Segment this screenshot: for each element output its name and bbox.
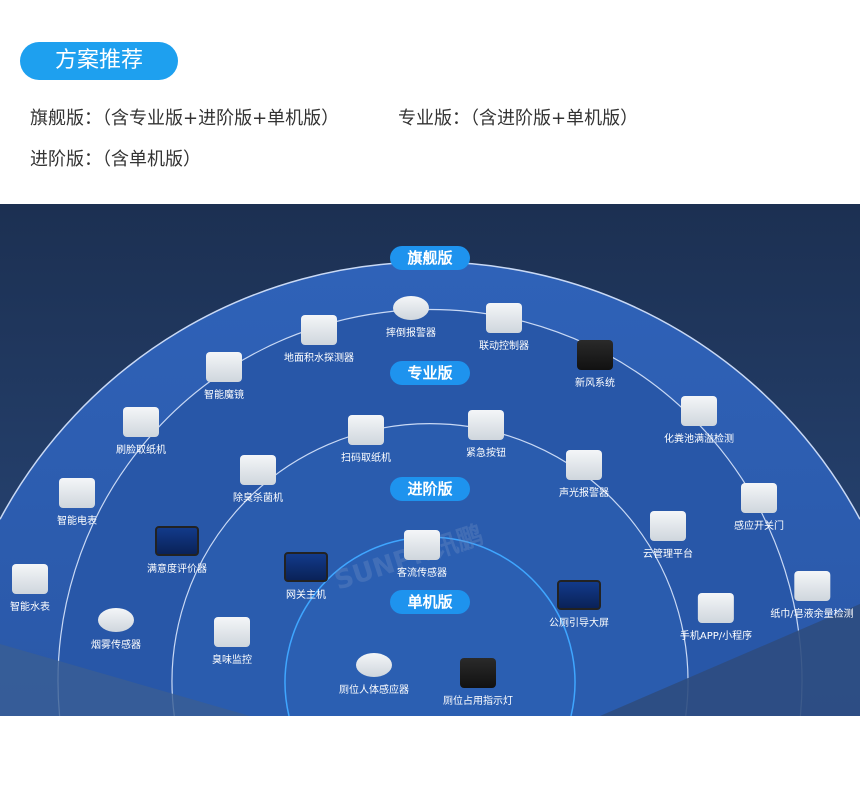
guide-screen-icon xyxy=(557,580,601,610)
tier-pro: 专业版 xyxy=(390,361,470,385)
device-label: 联动控制器 xyxy=(479,341,529,352)
device-item: 厕位人体感应器 xyxy=(339,653,409,696)
device-label: 除臭杀菌机 xyxy=(233,493,283,504)
tier-advanced: 进阶版 xyxy=(390,477,470,501)
device-label: 客流传感器 xyxy=(397,568,447,579)
level-sensor-icon xyxy=(681,396,717,426)
device-label: 智能电表 xyxy=(57,516,97,527)
ring-pro-edge xyxy=(57,308,803,716)
deodorizer-icon xyxy=(240,455,276,485)
device-item: 刷脸取纸机 xyxy=(116,407,166,456)
door-sensor-icon xyxy=(741,483,777,513)
device-label: 地面积水探测器 xyxy=(284,353,354,364)
device-item: 地面积水探测器 xyxy=(284,315,354,364)
water-detector-icon xyxy=(301,315,337,345)
advanced-description: 进阶版：（含单机版） xyxy=(30,149,201,170)
device-item: 厕位占用指示灯 xyxy=(443,658,513,707)
fresh-air-icon xyxy=(577,340,613,370)
rating-device-icon xyxy=(155,526,199,556)
device-label: 臭味监控 xyxy=(212,655,252,666)
smart-mirror-icon xyxy=(206,352,242,382)
fall-alarm-icon xyxy=(393,296,429,320)
device-item: 智能电表 xyxy=(57,478,97,527)
device-item: 公厕引导大屏 xyxy=(549,580,609,629)
device-label: 纸巾/皂液余量检测 xyxy=(770,609,854,620)
occupancy-light-icon xyxy=(460,658,496,688)
tier-single: 单机版 xyxy=(390,590,470,614)
siren-icon xyxy=(566,450,602,480)
device-item: 云管理平台 xyxy=(643,511,693,560)
ring-advanced-edge xyxy=(171,423,689,716)
device-label: 紧急按钮 xyxy=(466,448,506,459)
water-meter-icon xyxy=(12,564,48,594)
device-item: 纸巾/皂液余量检测 xyxy=(770,571,854,620)
floor-right xyxy=(600,604,860,716)
laptop-icon xyxy=(650,511,686,541)
device-item: 感应开关门 xyxy=(734,483,784,532)
device-item: 网关主机 xyxy=(284,552,328,601)
floor-left xyxy=(0,644,250,716)
device-label: 厕位占用指示灯 xyxy=(443,696,513,707)
device-item: 智能水表 xyxy=(10,564,50,613)
device-label: 摔倒报警器 xyxy=(386,328,436,339)
device-item: 新风系统 xyxy=(575,340,615,389)
device-item: 化粪池满溢检测 xyxy=(664,396,734,445)
phone-app-icon xyxy=(698,593,734,623)
pro-description: 专业版：（含进阶版+单机版） xyxy=(398,108,639,129)
supply-sensor-icon xyxy=(794,571,830,601)
device-item: 紧急按钮 xyxy=(466,410,506,459)
device-item: 智能魔镜 xyxy=(204,352,244,401)
device-label: 感应开关门 xyxy=(734,521,784,532)
device-item: 联动控制器 xyxy=(479,303,529,352)
device-item: 除臭杀菌机 xyxy=(233,455,283,504)
tier-diagram: SUNPN讯鹏 旗舰版 专业版 进阶版 单机版 地面积水探测器摔倒报警器联动控制… xyxy=(0,204,860,716)
device-label: 网关主机 xyxy=(286,590,326,601)
people-counter-icon xyxy=(404,530,440,560)
device-label: 公厕引导大屏 xyxy=(549,618,609,629)
tier-flagship: 旗舰版 xyxy=(390,246,470,270)
device-label: 手机APP/小程序 xyxy=(679,631,753,642)
smoke-sensor-icon xyxy=(98,608,134,632)
device-label: 刷脸取纸机 xyxy=(116,445,166,456)
device-item: 臭味监控 xyxy=(212,617,252,666)
device-label: 新风系统 xyxy=(575,378,615,389)
device-label: 扫码取纸机 xyxy=(341,453,391,464)
device-item: 手机APP/小程序 xyxy=(680,593,752,642)
device-label: 化粪池满溢检测 xyxy=(664,434,734,445)
device-label: 智能水表 xyxy=(10,602,50,613)
emergency-button-icon xyxy=(468,410,504,440)
device-label: 烟雾传感器 xyxy=(91,640,141,651)
device-label: 声光报警器 xyxy=(559,488,609,499)
device-item: 满意度评价器 xyxy=(147,526,207,575)
electric-meter-icon xyxy=(59,478,95,508)
device-item: 客流传感器 xyxy=(397,530,447,579)
device-item: 扫码取纸机 xyxy=(341,415,391,464)
device-label: 满意度评价器 xyxy=(147,564,207,575)
device-label: 智能魔镜 xyxy=(204,390,244,401)
device-item: 摔倒报警器 xyxy=(386,296,436,339)
presence-sensor-icon xyxy=(356,653,392,677)
gateway-icon xyxy=(284,552,328,582)
odor-monitor-icon xyxy=(214,617,250,647)
section-title: 方案推荐 xyxy=(20,42,178,80)
ring-single xyxy=(285,537,576,716)
qr-paper-dispenser-icon xyxy=(348,415,384,445)
face-paper-dispenser-icon xyxy=(123,407,159,437)
device-label: 厕位人体感应器 xyxy=(339,685,409,696)
controller-icon xyxy=(486,303,522,333)
device-label: 云管理平台 xyxy=(643,549,693,560)
device-item: 烟雾传感器 xyxy=(91,608,141,651)
device-item: 声光报警器 xyxy=(559,450,609,499)
flagship-description: 旗舰版：（含专业版+进阶版+单机版） xyxy=(30,108,340,129)
